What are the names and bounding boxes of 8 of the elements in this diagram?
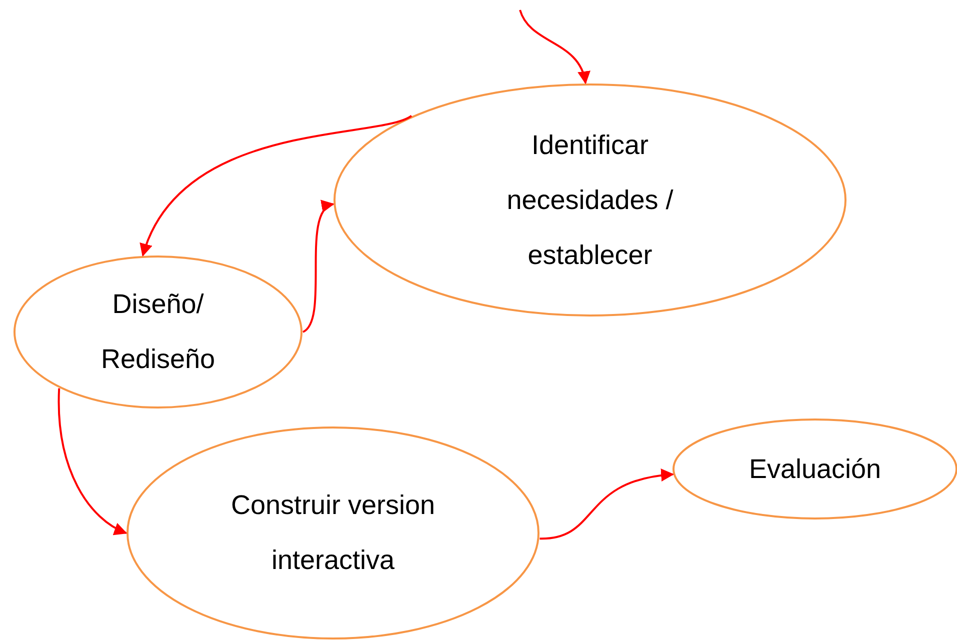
node-label: Diseño/ Rediseño (100, 288, 216, 376)
node-label: Identificar necesidades / establecer (506, 128, 674, 272)
curved-arrow (141, 114, 412, 257)
curved-arrow (519, 10, 590, 84)
node-label: Construir version interactiva (230, 489, 436, 577)
node-label: Evaluación (748, 452, 882, 486)
curved-arrow (58, 388, 128, 534)
curved-arrow (540, 469, 674, 540)
